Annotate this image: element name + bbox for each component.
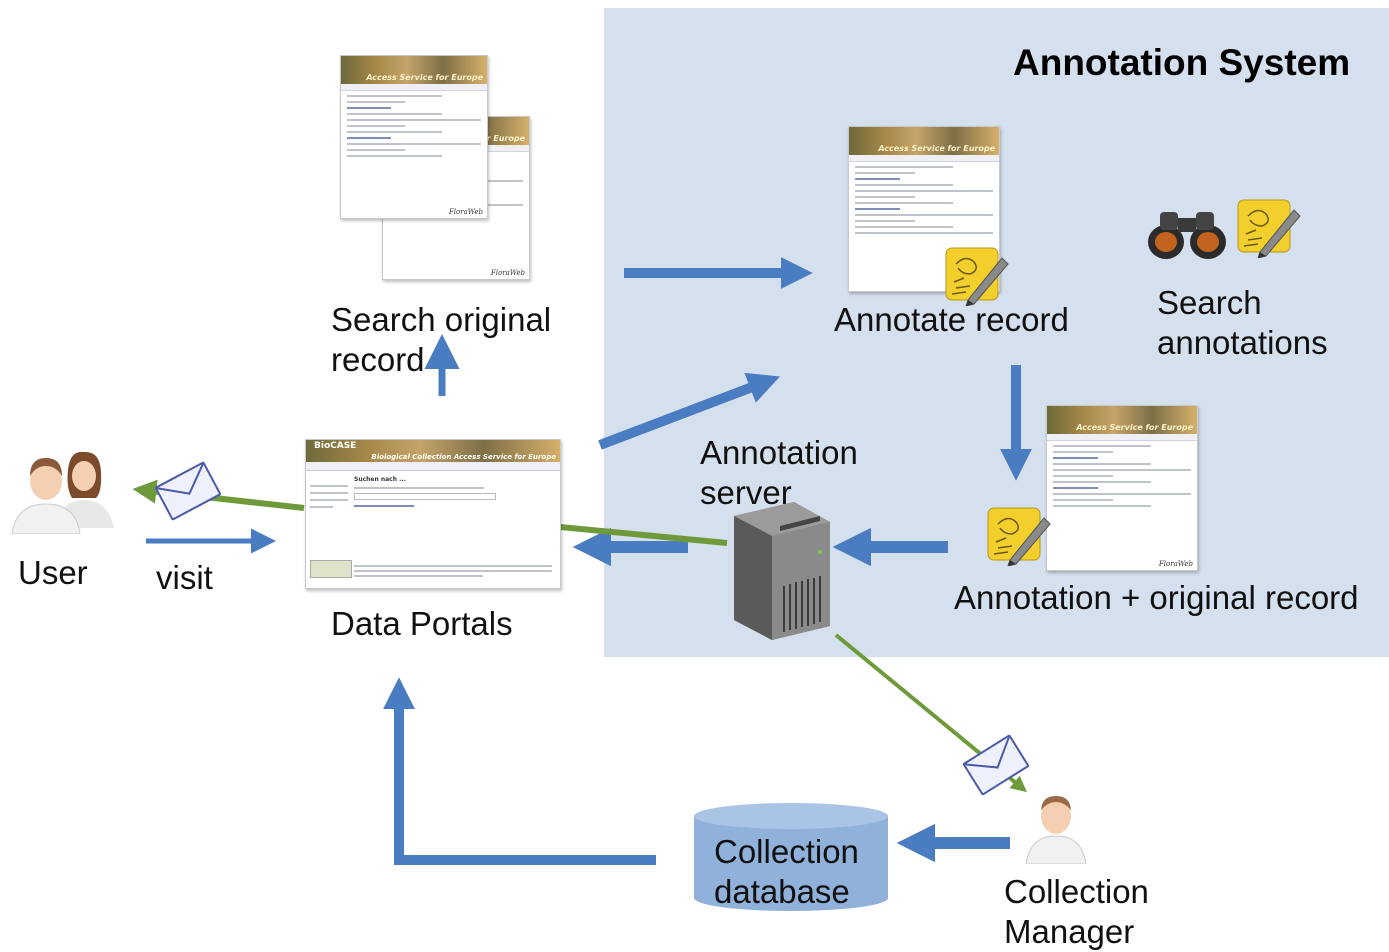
annotate-record-label: Annotate record (834, 301, 1069, 338)
user-icon (11, 451, 114, 534)
annotation-server-label: Annotation server (700, 434, 858, 511)
notepad-pencil-icon (1237, 199, 1301, 258)
search-annotations-label: Search annotations (1157, 284, 1328, 361)
panel-title: Annotation System (1013, 42, 1351, 83)
notepad-pencil-icon (987, 507, 1051, 566)
manager-icon (1025, 796, 1087, 864)
portal-to-annotate-arrow (598, 372, 780, 450)
annotate-record-thumbnail: Access Service for Europe (848, 126, 1000, 292)
original-record-thumbnail: Access Service for Europe FloraWeb (340, 55, 488, 219)
annotation-original-label: Annotation + original record (954, 579, 1359, 616)
notify-server-portal (559, 524, 728, 546)
data-portals-label: Data Portals (331, 605, 513, 642)
database-label-line: Collection (714, 833, 859, 870)
notepad-pencil-icon (945, 247, 1009, 306)
envelope-icon (154, 461, 222, 521)
search-original-label: Search original record (331, 301, 552, 378)
db-to-portal-arrow (382, 677, 656, 865)
binoculars-icon (1148, 212, 1226, 259)
visit-label: visit (156, 559, 213, 596)
database-label-line: database (714, 873, 850, 910)
envelope-icon (962, 734, 1030, 796)
data-portal-thumbnail: BioCASE Biological Collection Access Ser… (305, 439, 561, 589)
annotated-record-thumbnail: Access Service for Europe FloraWeb (1046, 405, 1198, 571)
collection-manager-label: Collection Manager (1004, 873, 1149, 950)
user-label: User (18, 554, 88, 591)
collection-database: Collection database (692, 802, 890, 912)
server-icon (734, 502, 830, 640)
